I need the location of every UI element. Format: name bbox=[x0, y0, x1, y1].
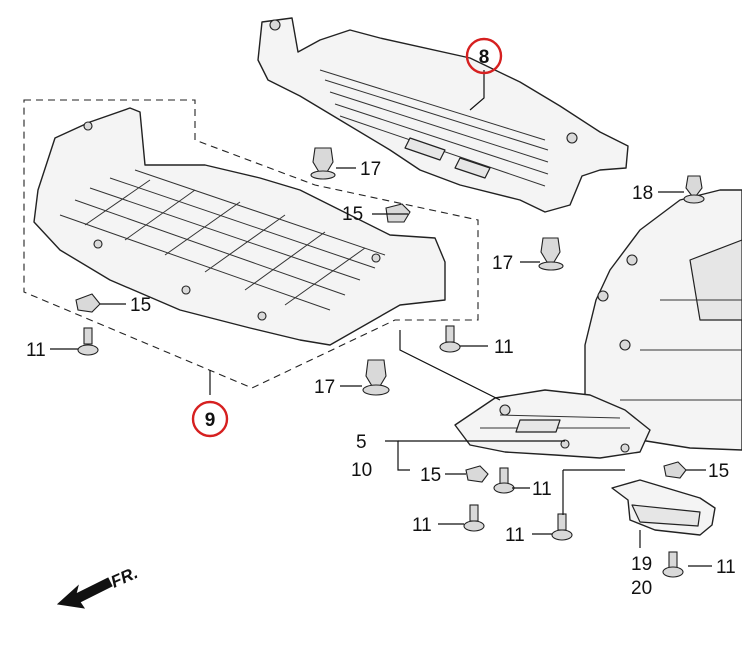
part-8-callout: 8 bbox=[479, 47, 490, 68]
clip-17-b bbox=[540, 237, 561, 263]
fasteners bbox=[75, 147, 705, 578]
nut-15-c bbox=[465, 465, 489, 483]
label-10: 10 bbox=[351, 460, 372, 481]
part-9-callout: 9 bbox=[205, 410, 216, 431]
clip-17-c bbox=[365, 359, 387, 387]
label-19: 19 bbox=[631, 554, 652, 575]
label-17-b: 17 bbox=[492, 253, 513, 274]
nut-15-b bbox=[75, 293, 101, 313]
bolt-11-d bbox=[463, 504, 485, 532]
bolt-11-e bbox=[551, 513, 573, 541]
part-8-callout-ring bbox=[465, 37, 503, 75]
bracket-19-20 bbox=[611, 479, 716, 536]
leader-lines bbox=[50, 70, 712, 567]
bolt-11-a bbox=[77, 327, 99, 356]
label-11-f: 11 bbox=[716, 557, 736, 578]
clip-18 bbox=[685, 175, 703, 197]
part-9-callout-ring bbox=[191, 400, 229, 438]
label-15-d: 15 bbox=[708, 461, 729, 482]
splash-shield-upper bbox=[257, 17, 629, 213]
bolt-11-c bbox=[493, 467, 515, 494]
label-11-c: 11 bbox=[532, 479, 552, 500]
label-18: 18 bbox=[632, 183, 653, 204]
part-9-bracket bbox=[23, 99, 479, 389]
label-11-e: 11 bbox=[505, 525, 525, 546]
label-11-b: 11 bbox=[494, 337, 514, 358]
nut-15-d bbox=[663, 461, 687, 479]
fender-liner bbox=[584, 189, 742, 451]
bolt-11-b bbox=[439, 325, 461, 353]
label-15-b: 15 bbox=[130, 295, 151, 316]
label-17-c: 17 bbox=[314, 377, 335, 398]
front-label: FR. bbox=[108, 563, 141, 591]
bolt-11-f bbox=[662, 551, 684, 578]
label-11-a: 11 bbox=[26, 340, 46, 361]
front-arrow: FR. bbox=[56, 563, 141, 609]
nut-15-a bbox=[385, 203, 411, 223]
label-5: 5 bbox=[356, 432, 367, 453]
label-15-a: 15 bbox=[342, 204, 363, 225]
label-11-d: 11 bbox=[412, 515, 432, 536]
label-15-c: 15 bbox=[420, 465, 441, 486]
clip-17-a bbox=[312, 147, 334, 173]
undercover-lower bbox=[33, 107, 446, 346]
label-17-a: 17 bbox=[360, 159, 381, 180]
label-20: 20 bbox=[631, 578, 652, 599]
